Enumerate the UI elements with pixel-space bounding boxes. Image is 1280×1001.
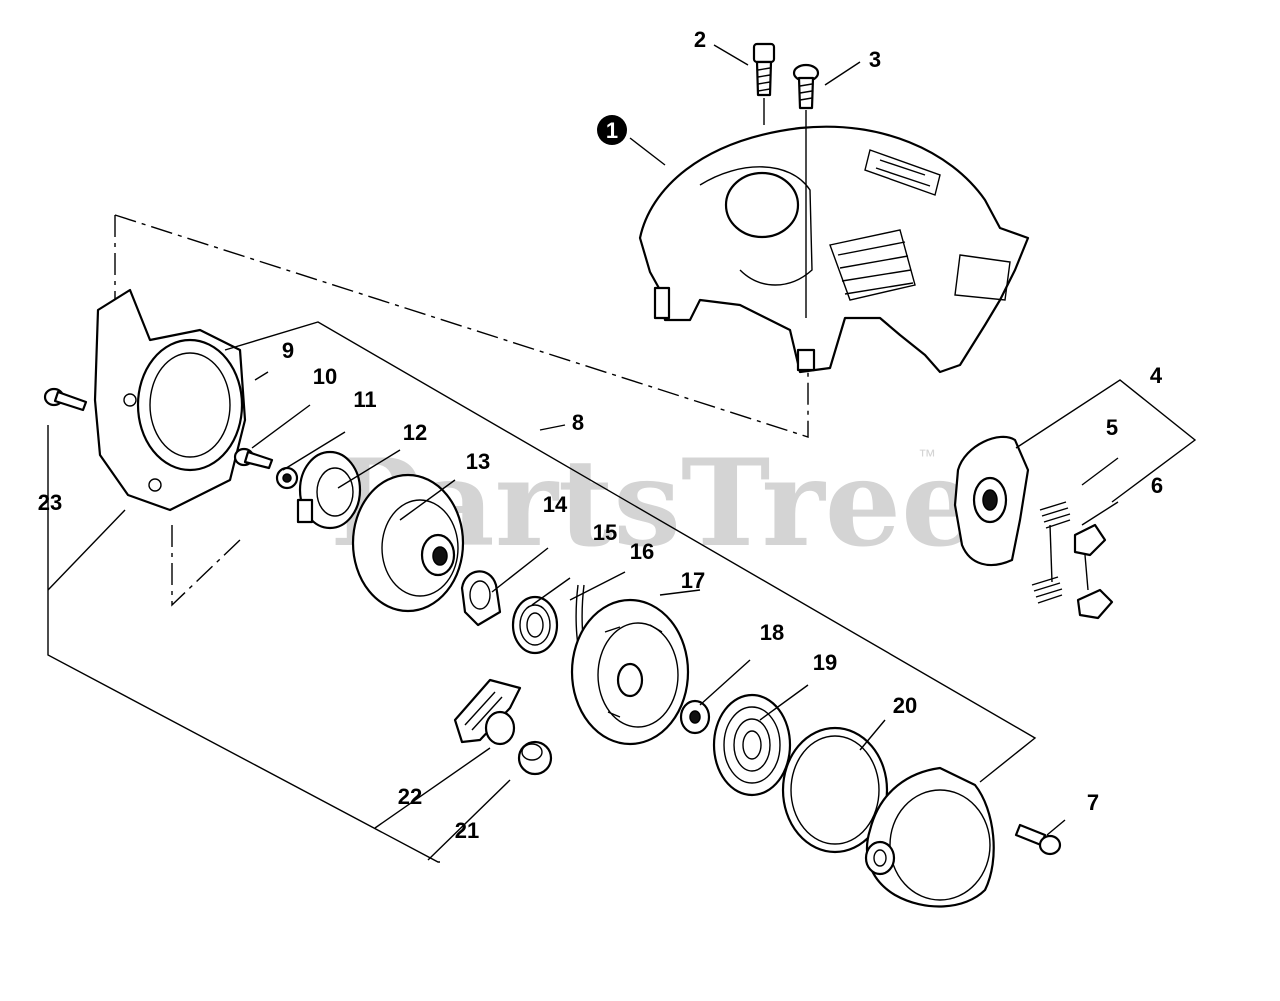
callout-9: 9 bbox=[282, 338, 294, 363]
callout-3: 3 bbox=[869, 47, 881, 72]
spring-clip-14 bbox=[460, 570, 502, 627]
recoil-spring bbox=[712, 693, 792, 797]
callout-22: 22 bbox=[398, 784, 422, 809]
callout-2: 2 bbox=[694, 27, 706, 52]
pulley-hub bbox=[296, 450, 362, 530]
callout-11: 11 bbox=[353, 387, 376, 412]
callout-7: 7 bbox=[1087, 790, 1099, 815]
watermark-trademark: ™ bbox=[918, 446, 936, 466]
callout-8: 8 bbox=[572, 410, 584, 435]
starter-housing bbox=[93, 288, 247, 512]
callout-4: 4 bbox=[1150, 363, 1163, 388]
bolt-2 bbox=[752, 42, 776, 97]
pawls-6 bbox=[1073, 523, 1114, 620]
callouts: 1 2 3 4 5 6 7 8 9 10 11 12 13 14 15 16 1… bbox=[38, 27, 1163, 843]
callout-16: 16 bbox=[630, 539, 654, 564]
screw-7 bbox=[1014, 823, 1062, 856]
coil-spring-15 bbox=[511, 595, 559, 655]
rope-reel bbox=[570, 598, 690, 746]
springs-5 bbox=[1031, 501, 1071, 604]
bolt-23 bbox=[43, 387, 88, 412]
callout-21: 21 bbox=[455, 818, 479, 843]
callout-17: 17 bbox=[681, 568, 705, 593]
callout-12: 12 bbox=[403, 420, 427, 445]
starter-handle bbox=[453, 678, 522, 746]
callout-5: 5 bbox=[1106, 415, 1118, 440]
engine-cover bbox=[638, 125, 1030, 374]
callout-23: 23 bbox=[38, 490, 62, 515]
starter-pulley bbox=[351, 473, 465, 613]
starter-case bbox=[864, 766, 995, 908]
callout-20: 20 bbox=[893, 693, 917, 718]
washer-11 bbox=[275, 466, 299, 490]
callout-18: 18 bbox=[760, 620, 784, 645]
callout-6: 6 bbox=[1151, 473, 1163, 498]
callout-10: 10 bbox=[313, 364, 337, 389]
o-ring bbox=[781, 726, 889, 854]
bolt-3 bbox=[792, 63, 820, 110]
callout-14: 14 bbox=[543, 492, 568, 517]
callout-19: 19 bbox=[813, 650, 837, 675]
washer-18 bbox=[679, 699, 711, 735]
callout-15: 15 bbox=[593, 520, 617, 545]
callout-1-badge bbox=[597, 115, 627, 145]
ratchet-plate bbox=[953, 435, 1030, 567]
callout-1: 1 bbox=[606, 118, 618, 143]
bolt-10 bbox=[233, 447, 274, 470]
rope-bushing bbox=[517, 740, 553, 776]
callout-13: 13 bbox=[466, 449, 490, 474]
leader-lines bbox=[47, 44, 1197, 863]
